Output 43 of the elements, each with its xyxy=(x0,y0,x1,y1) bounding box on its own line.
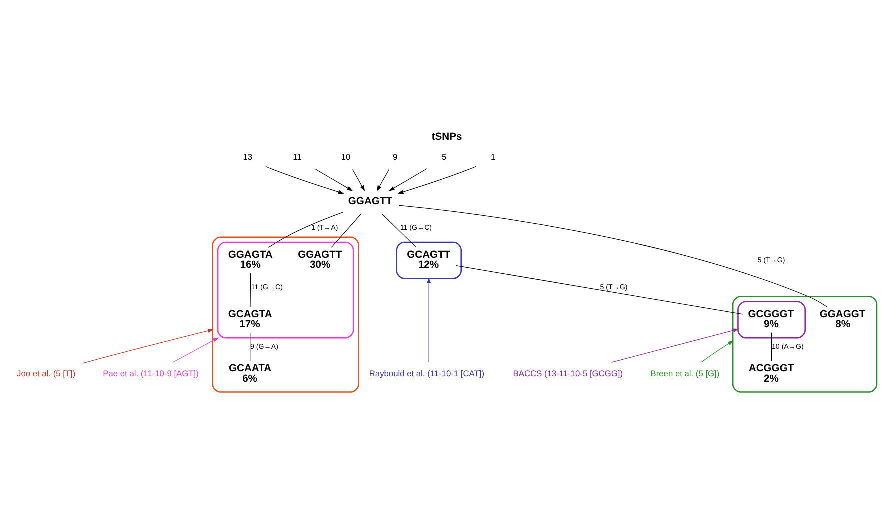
node-text: 13 xyxy=(243,152,253,162)
node-text: 11 xyxy=(293,152,302,162)
arrow xyxy=(376,168,390,191)
cluster xyxy=(217,241,354,338)
node-text: GCAGTA 17% xyxy=(228,308,272,330)
diagram-title: tSNPs xyxy=(432,131,462,142)
connector xyxy=(382,214,417,248)
arrow xyxy=(389,168,428,191)
connector xyxy=(771,332,772,361)
node-text: GCAATA 6% xyxy=(229,362,272,384)
node-text: Pae et al. (11-10-9 [AGT]) xyxy=(103,368,199,378)
arrow xyxy=(352,168,366,191)
node-text: BACCS (13-11-10-5 [GCGG]) xyxy=(513,368,623,378)
node-text: ACGGGT 2% xyxy=(748,362,794,384)
arrow xyxy=(398,166,476,194)
cluster xyxy=(396,241,462,279)
node-text: 5 xyxy=(442,152,447,162)
node-text: GCGGGT 9% xyxy=(748,308,794,330)
node-text: GGAGTA 16% xyxy=(228,249,273,271)
node-text: Breen et al. (5 [G]) xyxy=(650,368,720,378)
node-text: Raybould et al. (11-10-1 [CAT]) xyxy=(369,368,485,378)
node-text: 10 xyxy=(341,152,351,162)
node-text: 9 xyxy=(392,152,398,162)
node-text: GGAGTT xyxy=(348,196,393,207)
connector xyxy=(398,204,828,307)
connector xyxy=(456,265,744,314)
arrow xyxy=(427,277,432,362)
connector xyxy=(331,214,362,248)
arrow xyxy=(701,340,734,362)
cluster xyxy=(738,300,806,338)
connector xyxy=(250,332,251,361)
arrow xyxy=(266,166,344,194)
arrow xyxy=(172,337,220,362)
connector xyxy=(268,212,344,248)
node-text: GGAGTT 30% xyxy=(298,249,342,271)
arrow xyxy=(611,328,740,362)
connector xyxy=(250,272,252,307)
node-text: GGAGGT 8% xyxy=(820,308,866,330)
arrow xyxy=(314,168,353,191)
arrow xyxy=(83,328,214,364)
node-text: Joo et al. (5 [T]) xyxy=(17,368,76,378)
node-text: 1 xyxy=(491,152,496,162)
node-text: GCAGTT 12% xyxy=(407,249,451,271)
